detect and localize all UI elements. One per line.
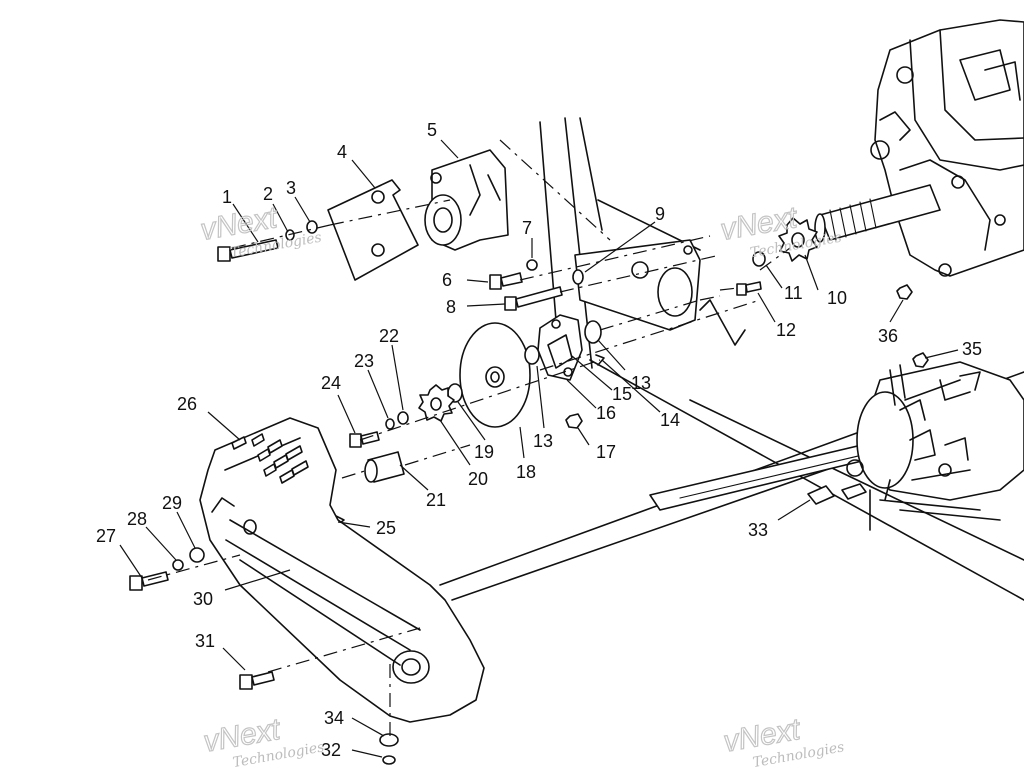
part-6-bolt — [490, 273, 522, 289]
bolts — [130, 240, 761, 689]
part-33-clip — [808, 484, 866, 504]
callout-24: 24 — [321, 373, 341, 393]
callout-18: 18 — [516, 462, 536, 482]
callout-31: 31 — [195, 631, 215, 651]
callout-22: 22 — [379, 326, 399, 346]
callout-12: 12 — [776, 320, 796, 340]
part-31-bolt — [240, 672, 274, 689]
part-24-bolt — [350, 432, 379, 447]
callout-10: 10 — [827, 288, 847, 308]
callout-8: 8 — [446, 297, 456, 317]
callout-17: 17 — [596, 442, 616, 462]
callout-25: 25 — [376, 518, 396, 538]
callout-21: 21 — [426, 490, 446, 510]
callout-3: 3 — [286, 178, 296, 198]
callout-9: 9 — [655, 204, 665, 224]
callout-13b: 13 — [533, 431, 553, 451]
part-5-housing — [425, 150, 508, 250]
leader-lines — [120, 140, 958, 757]
part-1-bolt — [218, 240, 278, 261]
callout-2: 2 — [263, 184, 273, 204]
callout-36: 36 — [878, 326, 898, 346]
callout-16: 16 — [596, 403, 616, 423]
callout-35: 35 — [962, 339, 982, 359]
callout-14: 14 — [660, 410, 680, 430]
callout-20: 20 — [468, 469, 488, 489]
callout-6: 6 — [442, 270, 452, 290]
callout-30: 30 — [193, 589, 213, 609]
callout-28: 28 — [127, 509, 147, 529]
right-housing — [847, 362, 1024, 530]
callout-32: 32 — [321, 740, 341, 760]
callout-19: 19 — [474, 442, 494, 462]
assembly-centerlines — [148, 140, 790, 736]
callout-labels: 1 2 3 4 5 6 7 8 9 10 11 12 13 13 14 15 1… — [96, 120, 982, 760]
part-9-plate — [575, 240, 700, 330]
callout-29: 29 — [162, 493, 182, 513]
watermark-top-left: vNext Technologies — [197, 200, 322, 261]
callout-33: 33 — [748, 520, 768, 540]
callout-5: 5 — [427, 120, 437, 140]
callout-1: 1 — [222, 187, 232, 207]
callout-27: 27 — [96, 526, 116, 546]
part-27-bolt — [130, 572, 168, 590]
part-20-sprocket — [419, 385, 454, 421]
callout-7: 7 — [522, 218, 532, 238]
callout-23: 23 — [354, 351, 374, 371]
callout-34: 34 — [324, 708, 344, 728]
callout-15: 15 — [612, 384, 632, 404]
part-8-bolt — [505, 287, 562, 310]
part-15-tensioner — [538, 315, 582, 380]
part-10-sprocket — [779, 218, 817, 261]
callout-4: 4 — [337, 142, 347, 162]
part-4-bracket — [328, 180, 418, 280]
part-21-spacer — [365, 452, 404, 482]
part-18-disc — [460, 323, 530, 427]
watermark-bottom-left: vNext Technologies — [200, 712, 325, 768]
callout-26: 26 — [177, 394, 197, 414]
callout-13a: 13 — [631, 373, 651, 393]
engine-block — [815, 20, 1024, 276]
watermark-bottom-right: vNext Technologies — [720, 712, 845, 768]
callout-11: 11 — [784, 283, 803, 303]
part-12-bolt — [737, 282, 761, 295]
